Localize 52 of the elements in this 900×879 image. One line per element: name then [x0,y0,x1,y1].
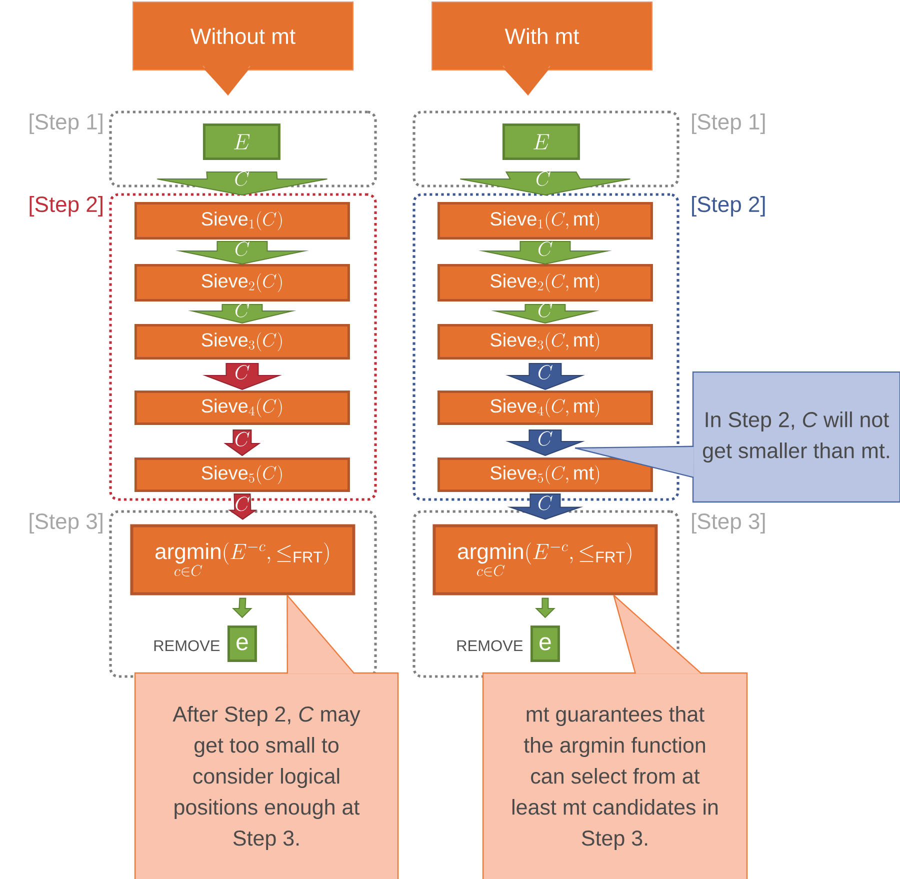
sieve-box: $\mathrm{Sieve}_{1}(C,\mathrm{mt})$ [437,202,653,240]
arrow-label: $C$ [538,365,552,380]
sieve-box: $\mathrm{Sieve}_{3}(C)$ [134,324,350,360]
step-label: [Step 1] [30,113,102,134]
block-arrow [505,429,585,456]
sieve-box: $\mathrm{Sieve}_{5}(C,\mathrm{mt})$ [437,457,653,492]
step-label: [Step 2] [692,196,765,216]
leader-line [613,595,636,674]
input-box: $E$ [502,123,580,160]
arrow-label: $C$ [538,242,552,256]
element-box: e [530,625,560,662]
step-label: [Step 1] [692,113,765,134]
arrow-label: $C$ [236,496,250,512]
input-box: $E$ [202,123,280,160]
arrow-label: $C$ [235,171,250,186]
arrow-label: $C$ [235,365,250,380]
sieve-box: $\mathrm{Sieve}_{2}(C,\mathrm{mt})$ [437,264,653,302]
remove-label: REMOVE [154,640,220,652]
sieve-box: $\mathrm{Sieve}_{1}(C)$ [134,202,350,240]
arrow-label: $C$ [235,432,250,446]
block-arrow [478,240,612,264]
sieve-box: $\mathrm{Sieve}_{4}(C)$ [134,390,350,425]
block-arrow [202,362,282,390]
block-arrow [507,493,584,520]
argmin-box: $\mathop{\mathrm{argmin}}\limits_{c\in C}(E^{-c},\leq_{\mathrm{FRT}})$ [432,524,658,596]
step-label: [Step 2] [30,196,102,216]
arrow-label: $C$ [536,171,550,186]
arrow-label: $C$ [538,431,552,446]
leader-line [286,595,288,674]
block-arrow [228,493,258,520]
block-arrow [156,171,328,196]
speech-bubble: With mt [432,2,652,96]
block-arrow [175,240,310,264]
block-arrow [460,171,631,196]
sieve-box: $\mathrm{Sieve}_{4}(C,\mathrm{mt})$ [437,390,653,425]
block-arrow [188,304,296,324]
block-arrow [535,598,556,618]
element-box: e [227,625,257,662]
sieve-box: $\mathrm{Sieve}_{2}(C)$ [134,264,350,302]
argmin-box: $\mathop{\mathrm{argmin}}\limits_{c\in C}(E^{-c},\leq_{\mathrm{FRT}})$ [130,524,356,596]
speech-bubble: Without mt [132,2,354,96]
sieve-box: $\mathrm{Sieve}_{5}(C)$ [134,457,350,492]
step-label: [Step 3] [30,512,102,534]
block-arrow [490,304,600,324]
arrow-label: $C$ [235,242,250,256]
block-arrow [505,362,585,390]
block-arrow [224,429,261,456]
step-label: [Step 3] [692,512,765,534]
block-arrow [232,598,252,618]
arrow-label: $C$ [538,496,552,510]
sieve-box: $\mathrm{Sieve}_{3}(C,\mathrm{mt})$ [437,324,653,360]
leader-line [575,446,694,449]
